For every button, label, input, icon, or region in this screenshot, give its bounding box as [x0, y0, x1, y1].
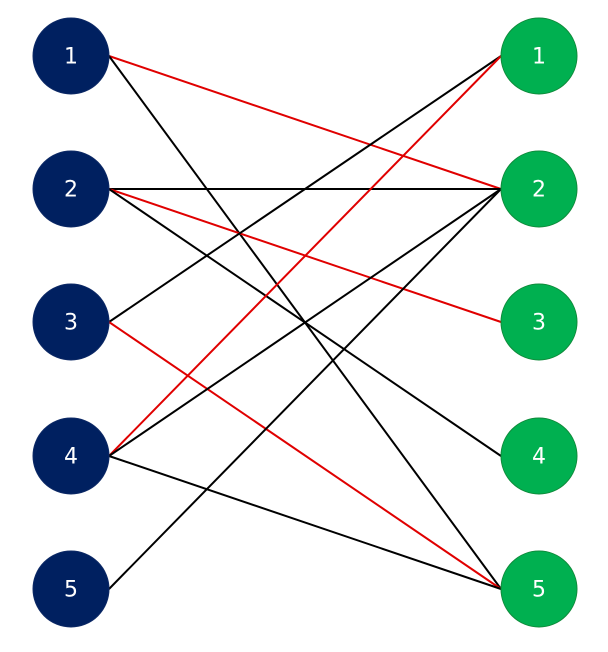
left-node-circle [32, 417, 110, 495]
right-node-label: 3 [532, 311, 546, 336]
left-node-circle [32, 17, 110, 95]
edge-left-4-right-1 [108, 55, 502, 457]
edge-left-4-right-5 [108, 455, 502, 590]
right-node-label: 4 [532, 445, 546, 470]
right-node-circle [500, 17, 578, 95]
left-node-circle [32, 150, 110, 228]
edge-left-3-right-1 [108, 55, 502, 323]
left-node-4: 4 [32, 417, 110, 495]
left-node-circle [32, 283, 110, 361]
edge-left-4-right-2 [108, 188, 502, 457]
left-node-label: 3 [64, 311, 78, 336]
edge-left-3-right-5 [108, 321, 502, 590]
right-node-4: 4 [500, 417, 578, 495]
right-node-2: 2 [500, 150, 578, 228]
left-node-label: 4 [64, 445, 78, 470]
right-node-circle [500, 283, 578, 361]
edge-left-1-right-2 [108, 55, 502, 190]
right-node-circle [500, 550, 578, 628]
left-node-1: 1 [32, 17, 110, 95]
left-node-2: 2 [32, 150, 110, 228]
right-node-circle [500, 150, 578, 228]
left-node-label: 1 [64, 45, 78, 70]
edge-left-5-right-2 [108, 188, 502, 590]
right-node-3: 3 [500, 283, 578, 361]
right-node-circle [500, 417, 578, 495]
left-node-label: 5 [64, 578, 78, 603]
left-node-circle [32, 550, 110, 628]
left-node-label: 2 [64, 178, 78, 203]
right-node-label: 2 [532, 178, 546, 203]
nodes-layer: 1 2 3 4 5 1 2 3 4 5 [32, 17, 578, 628]
edges-layer [108, 55, 502, 590]
right-node-5: 5 [500, 550, 578, 628]
right-node-1: 1 [500, 17, 578, 95]
left-node-5: 5 [32, 550, 110, 628]
left-node-3: 3 [32, 283, 110, 361]
right-node-label: 5 [532, 578, 546, 603]
right-node-label: 1 [532, 45, 546, 70]
